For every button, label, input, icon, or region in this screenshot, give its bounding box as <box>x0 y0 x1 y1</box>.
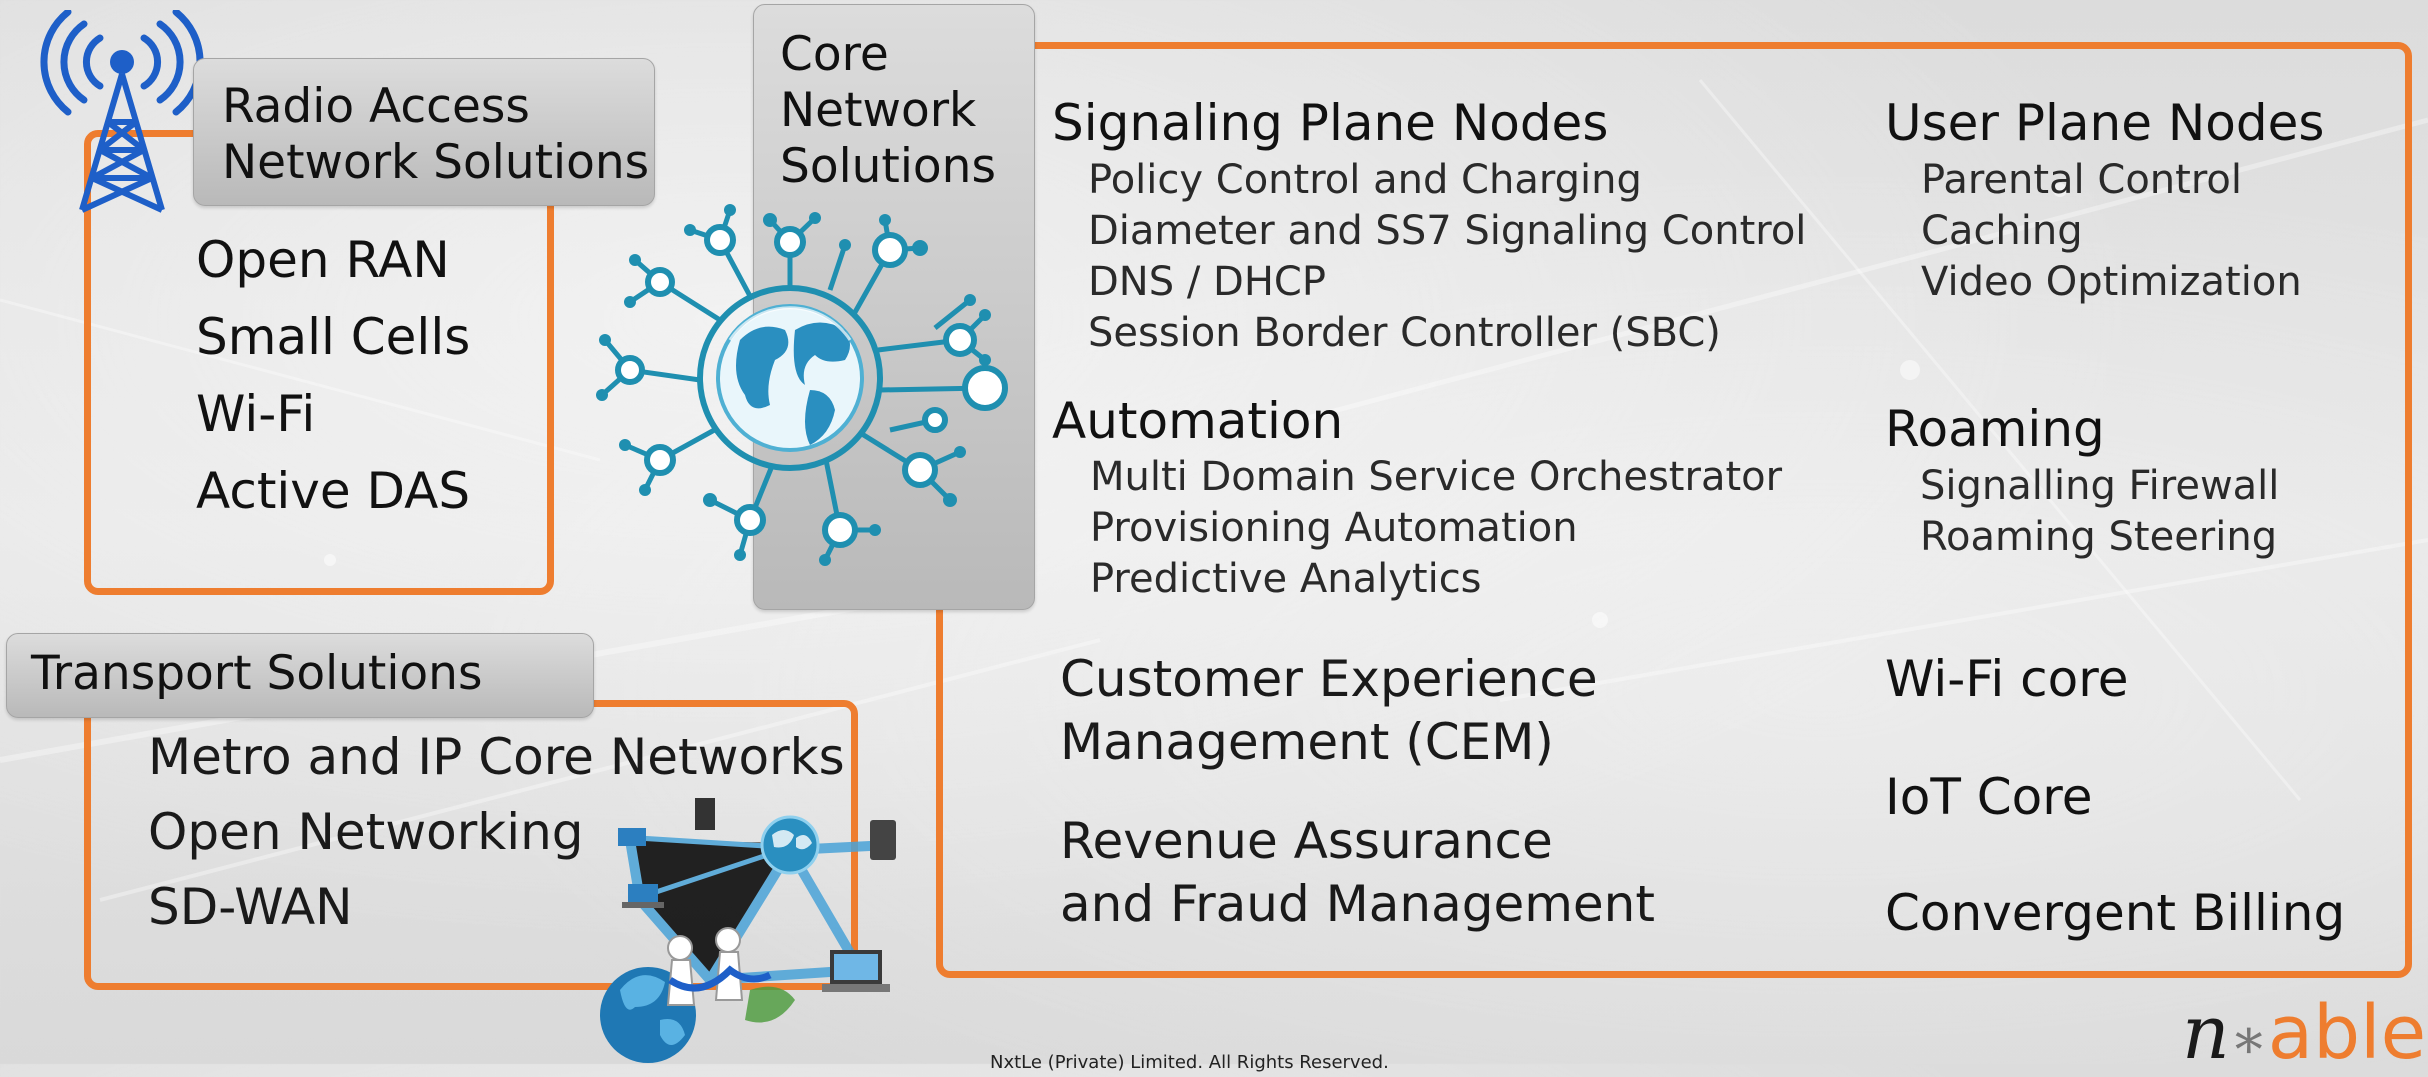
logo-star: ∗ <box>2229 1007 2268 1072</box>
transport-network-icon <box>600 798 896 1063</box>
automation-item: Predictive Analytics <box>1090 556 1482 602</box>
transport-item: SD-WAN <box>148 878 353 936</box>
user-plane-item: Video Optimization <box>1921 259 2302 305</box>
network-globe-icon <box>596 204 1008 566</box>
ran-list: Open RAN Small Cells Wi-Fi Active DAS <box>196 222 470 530</box>
iot-core-label: IoT Core <box>1885 768 2093 826</box>
radio-tower-icon <box>40 10 204 213</box>
ran-item-active-das: Active DAS <box>196 462 471 520</box>
transport-title: Transport Solutions <box>31 646 483 701</box>
cem-line-2: Management (CEM) <box>1060 713 1554 771</box>
user-plane-list: Parental Control Caching Video Optimizat… <box>1921 155 2302 308</box>
transport-item: Open Networking <box>148 803 584 861</box>
signaling-item: Diameter and SS7 Signaling Control <box>1088 208 1807 254</box>
signaling-list: Policy Control and Charging Diameter and… <box>1088 155 1806 359</box>
transport-item: Metro and IP Core Networks <box>148 728 845 786</box>
wifi-core-label: Wi-Fi core <box>1885 650 2129 708</box>
ran-title-line-1: Radio Access <box>222 79 530 134</box>
automation-heading: Automation <box>1052 392 1344 450</box>
automation-list: Multi Domain Service Orchestrator Provis… <box>1090 452 1782 605</box>
ran-title-box: Radio Access Network Solutions <box>193 58 655 206</box>
user-plane-item: Parental Control <box>1921 157 2242 203</box>
transport-title-box: Transport Solutions <box>6 633 594 718</box>
core-title-line-1: Core <box>780 27 889 82</box>
roaming-heading: Roaming <box>1885 400 2105 458</box>
roaming-list: Signalling Firewall Roaming Steering <box>1920 461 2279 563</box>
core-title-line-2: Network <box>780 83 977 138</box>
signaling-item: Session Border Controller (SBC) <box>1088 310 1721 356</box>
transport-list: Metro and IP Core Networks Open Networki… <box>148 720 845 945</box>
revenue-line-1: Revenue Assurance <box>1060 812 1553 870</box>
ran-title-line-2: Network Solutions <box>222 135 650 190</box>
core-title-box: Core Network Solutions <box>753 4 1035 610</box>
revenue-label: Revenue Assurance and Fraud Management <box>1060 810 1655 936</box>
logo-n: n <box>2182 990 2230 1076</box>
signaling-item: Policy Control and Charging <box>1088 157 1642 203</box>
roaming-item: Roaming Steering <box>1920 514 2278 560</box>
cem-line-1: Customer Experience <box>1060 650 1598 708</box>
ran-item-open-ran: Open RAN <box>196 231 450 289</box>
signaling-heading: Signaling Plane Nodes <box>1052 94 1609 152</box>
roaming-item: Signalling Firewall <box>1920 463 2280 509</box>
ran-item-wifi: Wi-Fi <box>196 385 316 443</box>
core-title-line-3: Solutions <box>780 139 996 194</box>
user-plane-heading: User Plane Nodes <box>1885 94 2325 152</box>
cem-label: Customer Experience Management (CEM) <box>1060 648 1598 774</box>
signaling-item: DNS / DHCP <box>1088 259 1326 305</box>
automation-item: Multi Domain Service Orchestrator <box>1090 454 1783 500</box>
nable-logo: n∗able <box>2182 996 2426 1077</box>
automation-item: Provisioning Automation <box>1090 505 1578 551</box>
convergent-billing-label: Convergent Billing <box>1885 884 2346 942</box>
copyright-text: NxtLe (Private) Limited. All Rights Rese… <box>990 1052 1389 1073</box>
ran-item-small-cells: Small Cells <box>196 308 471 366</box>
revenue-line-2: and Fraud Management <box>1060 875 1655 933</box>
user-plane-item: Caching <box>1921 208 2083 254</box>
logo-able: able <box>2267 990 2427 1076</box>
